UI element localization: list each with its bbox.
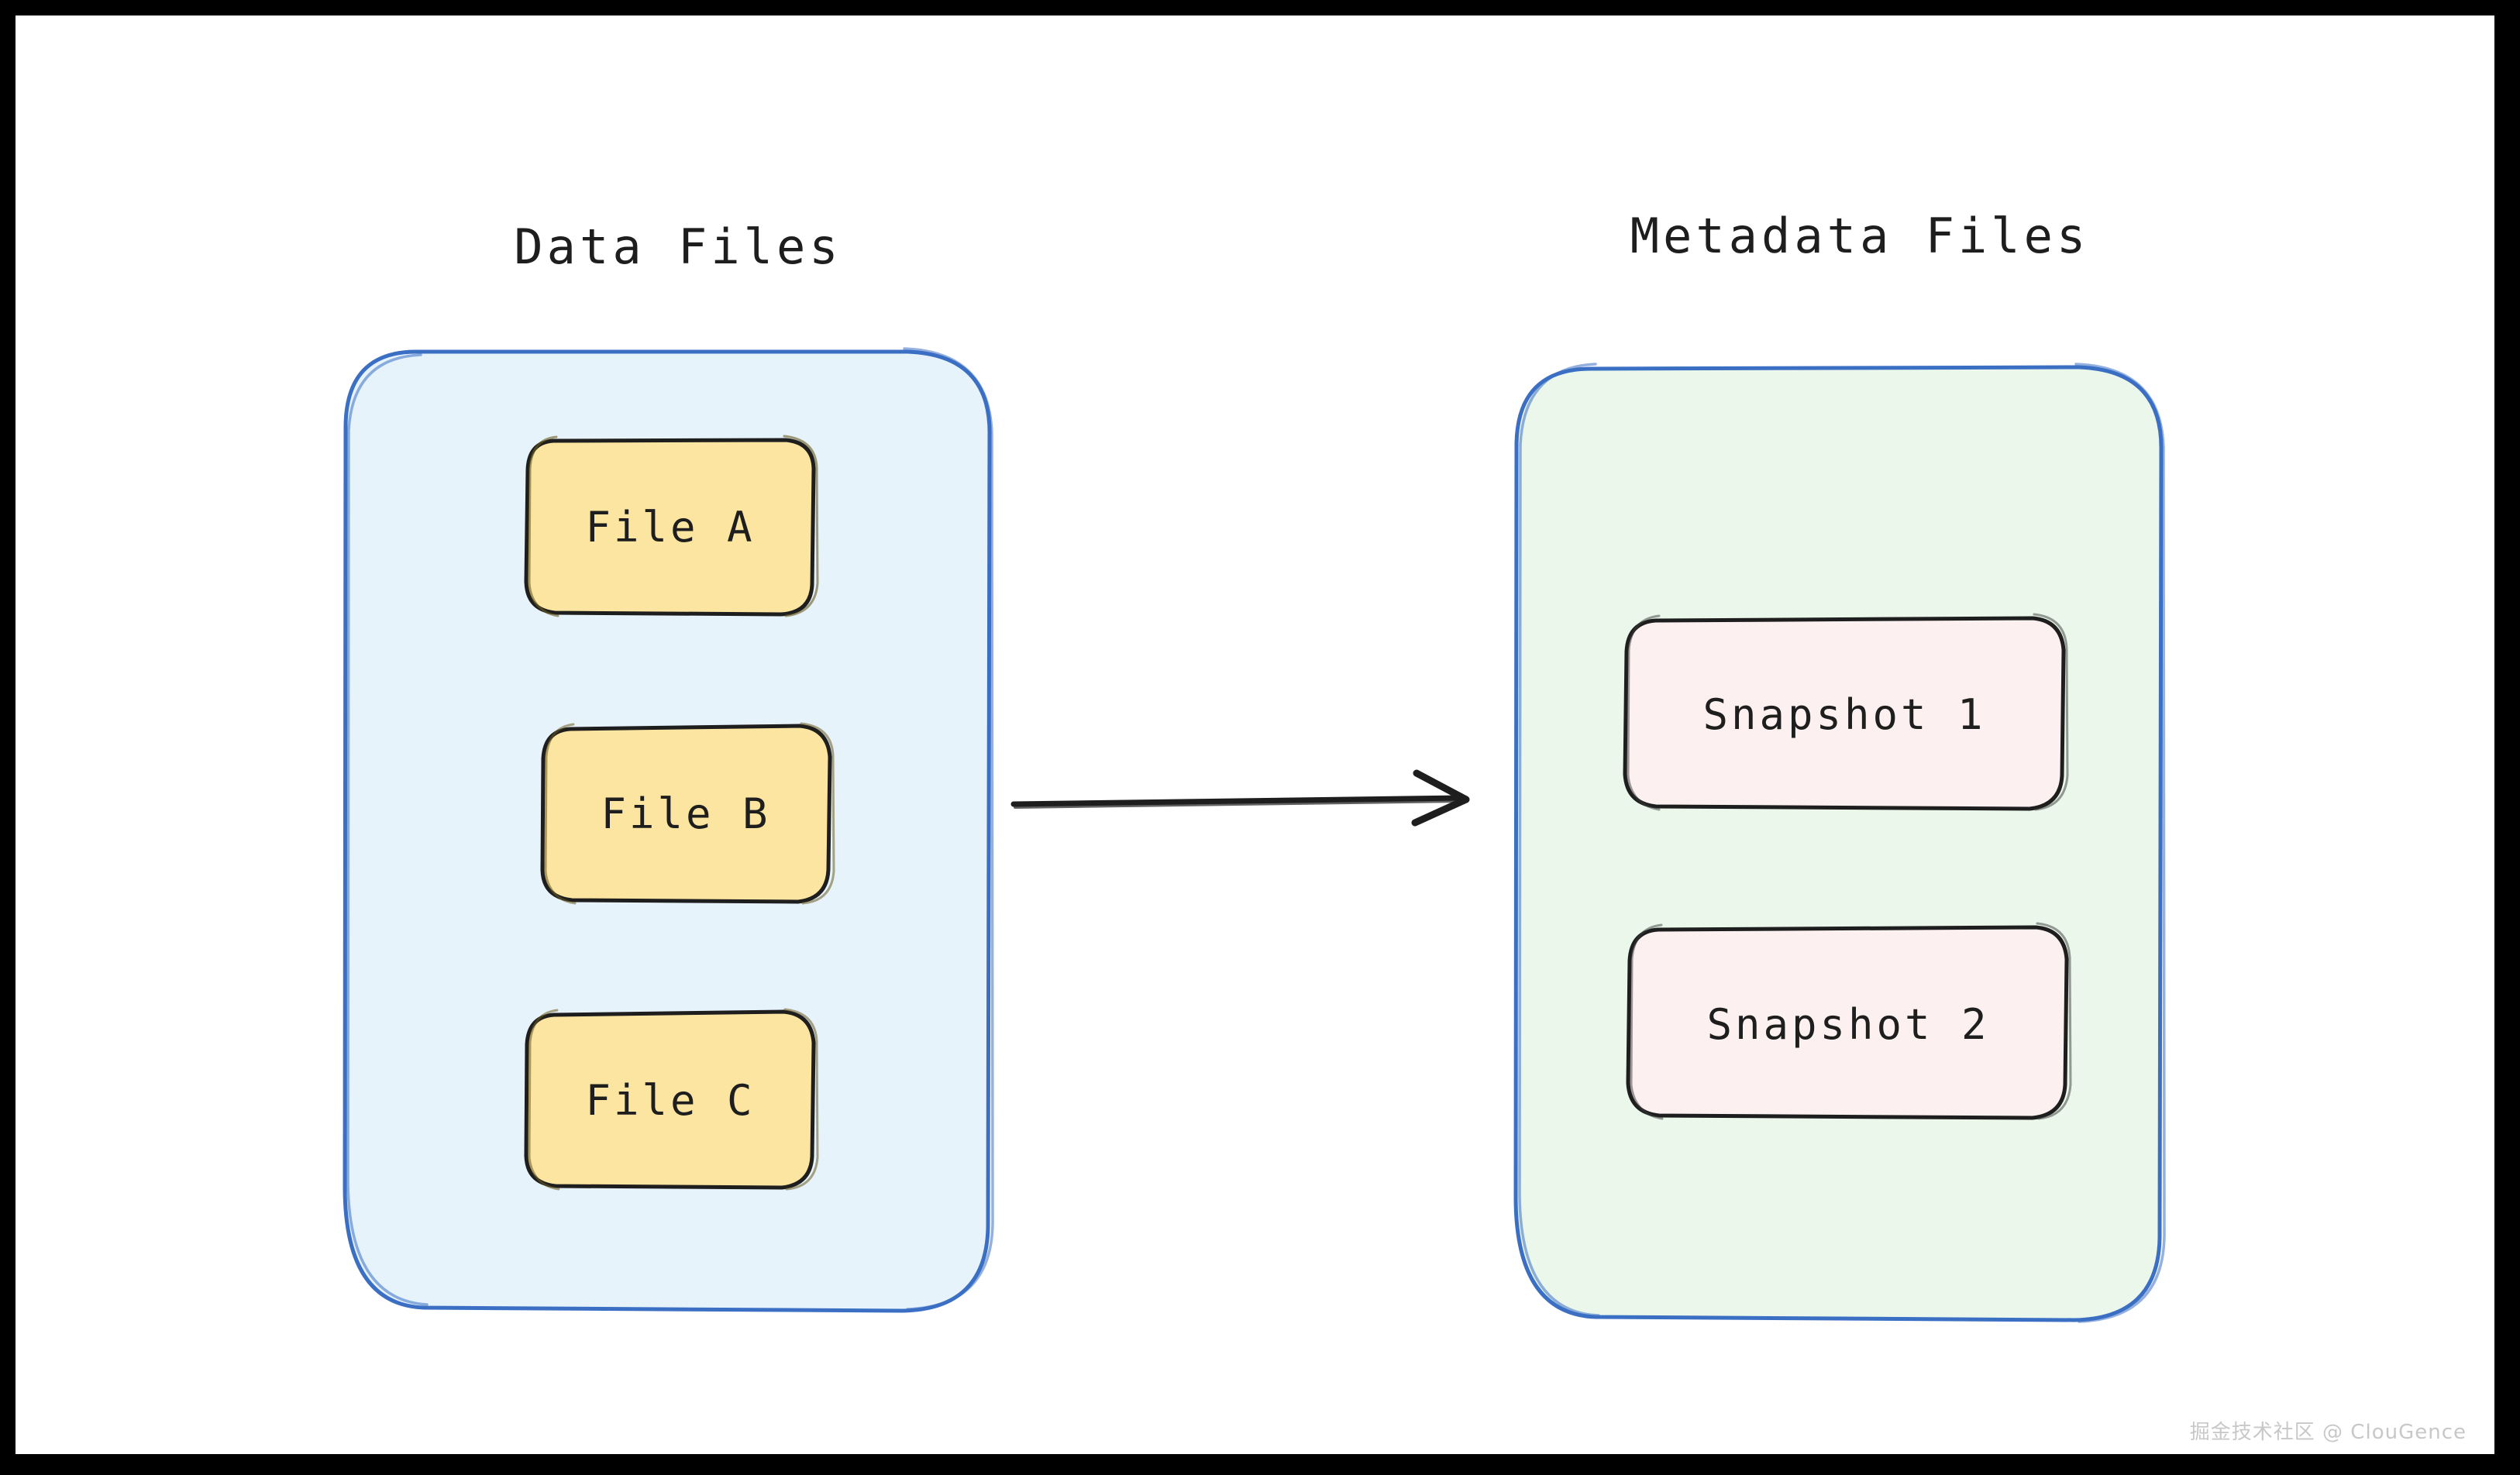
group-container-metadata-files[interactable]: Snapshot 1 Snapshot 2: [1499, 350, 2181, 1336]
group-container-data-files[interactable]: File A File B File C: [329, 335, 1011, 1328]
group-title-metadata-files: Metadata Files: [1630, 208, 2090, 264]
connector-data-to-metadata[interactable]: [1007, 759, 1503, 868]
node-file-b[interactable]: File B: [533, 717, 838, 910]
node-file-a[interactable]: File A: [518, 430, 823, 624]
node-snapshot-2[interactable]: Snapshot 2: [1620, 918, 2077, 1131]
diagram-canvas: Data Files Metadata Files File A: [15, 15, 2494, 1454]
connector-arrow-icon: [1010, 769, 1470, 827]
node-file-c[interactable]: File C: [518, 1003, 823, 1197]
group-title-data-files: Data Files: [514, 218, 842, 275]
node-file-c-shape: [524, 1008, 819, 1191]
group-container-metadata-files-shape: [1513, 363, 2166, 1323]
node-snapshot-2-shape: [1626, 922, 2072, 1120]
node-snapshot-1[interactable]: Snapshot 1: [1616, 608, 2073, 821]
watermark-text: 掘金技术社区 @ ClouGence: [2189, 1421, 2467, 1444]
node-file-b-shape: [540, 722, 835, 905]
node-snapshot-1-shape: [1623, 613, 2069, 811]
node-file-a-shape: [524, 435, 819, 617]
